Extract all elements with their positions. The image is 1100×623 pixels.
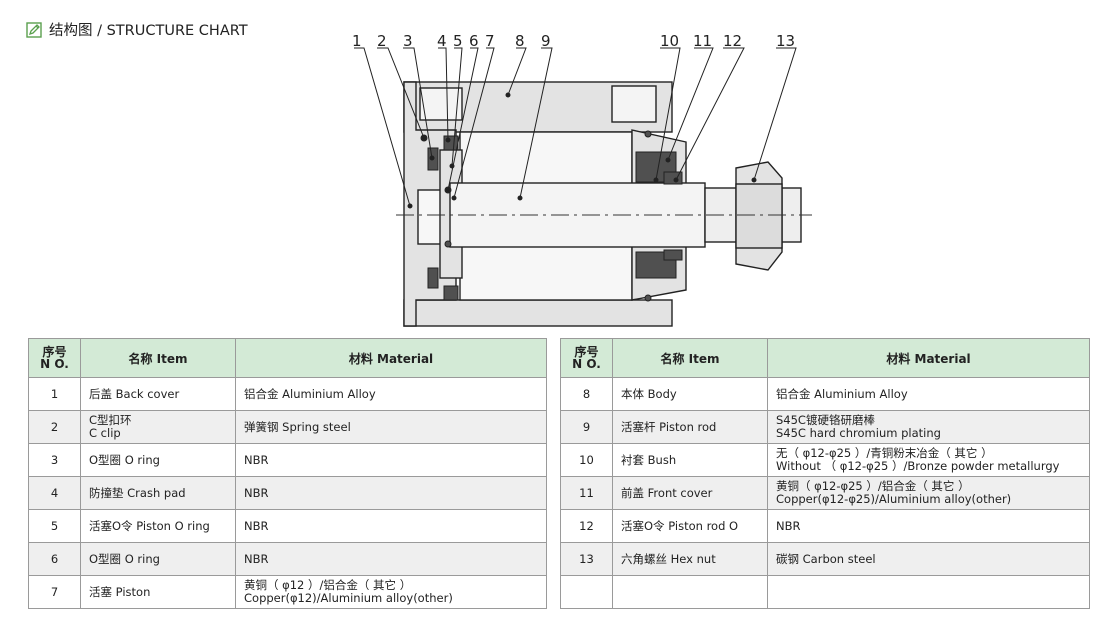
table-row: 1 后盖 Back cover 铝合金 Aluminium Alloy: [28, 377, 547, 411]
piston-rod: [449, 182, 706, 248]
table-row: [560, 575, 1090, 609]
pencil-icon: [26, 21, 42, 38]
rod-seal-bottom: [663, 249, 683, 261]
table-row: 6 O型圈 O ring NBR: [28, 542, 547, 576]
table-row: 7 活塞 Piston 黄铜（ φ12 ）/铝合金（ 其它 ）Copper(φ1…: [28, 575, 547, 609]
callout-4: 4: [437, 32, 447, 50]
chart-title-text: 结构图 / STRUCTURE CHART: [49, 23, 248, 39]
structure-diagram: 1 2 3 4 5 6 7 8 9 10 11 12 13: [352, 32, 812, 327]
callout-12: 12: [723, 32, 742, 50]
col-item: 名称 Item: [612, 338, 768, 378]
table-row: 5 活塞O令 Piston O ring NBR: [28, 509, 547, 543]
callout-9: 9: [541, 32, 551, 50]
callout-10: 10: [660, 32, 679, 50]
oring-back-bottom: [427, 267, 439, 289]
oring-front-bottom: [644, 294, 652, 302]
callout-3: 3: [403, 32, 413, 50]
body-bottom: [403, 299, 673, 327]
bush-bottom: [635, 251, 677, 279]
callout-7: 7: [485, 32, 495, 50]
callout-11: 11: [693, 32, 712, 50]
callout-8: 8: [515, 32, 525, 50]
callout-6: 6: [469, 32, 479, 50]
col-material: 材料 Material: [235, 338, 547, 378]
table-row: 12 活塞O令 Piston rod O NBR: [560, 509, 1090, 543]
callout-5: 5: [453, 32, 463, 50]
table-row: 8 本体 Body 铝合金 Aluminium Alloy: [560, 377, 1090, 411]
callout-13: 13: [776, 32, 795, 50]
table-row: 4 防撞垫 Crash pad NBR: [28, 476, 547, 510]
col-item: 名称 Item: [80, 338, 236, 378]
callout-1: 1: [352, 32, 362, 50]
col-material: 材料 Material: [767, 338, 1090, 378]
callout-2: 2: [377, 32, 387, 50]
oring-6b: [444, 240, 452, 248]
table-row: 13 六角螺丝 Hex nut 碳钢 Carbon steel: [560, 542, 1090, 576]
oring-front-top: [644, 130, 652, 138]
chart-title: 结构图 / STRUCTURE CHART: [26, 19, 248, 40]
crash-pad-top: [443, 135, 459, 151]
table-row: 3 O型圈 O ring NBR: [28, 443, 547, 477]
table-row: 10 衬套 Bush 无（ φ12-φ25 ）/青铜粉末冶金（ 其它 ）With…: [560, 443, 1090, 477]
crash-pad-bottom: [443, 285, 459, 301]
hex-nut-face: [735, 183, 783, 249]
table-row: 11 前盖 Front cover 黄铜（ φ12-φ25 ）/铝合金（ 其它 …: [560, 476, 1090, 510]
